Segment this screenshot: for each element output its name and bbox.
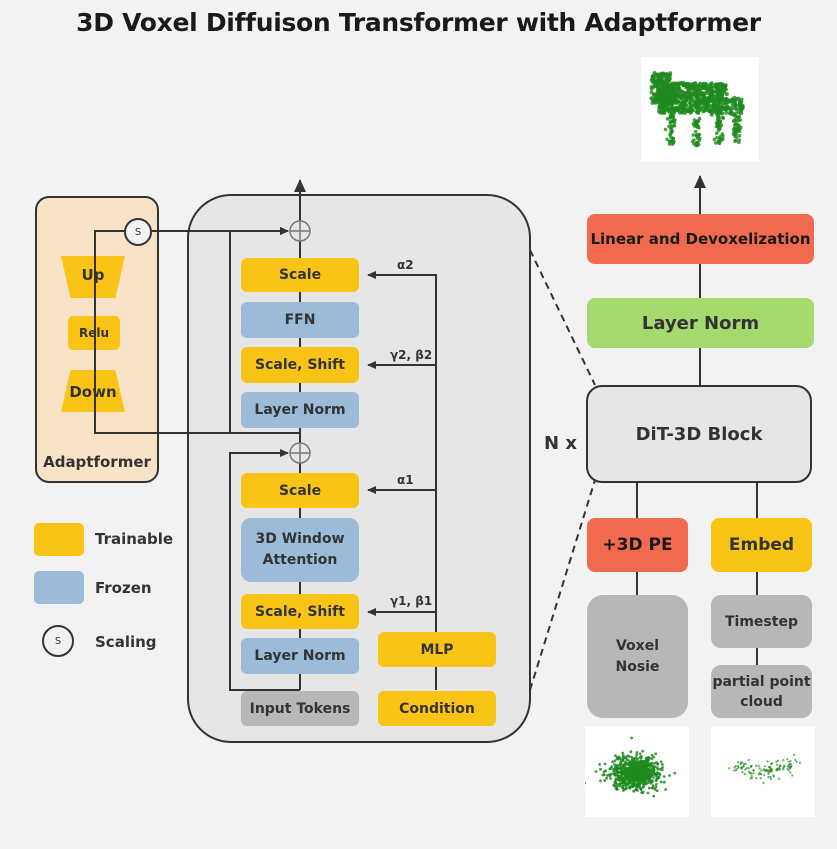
legend-scaling-icon: S [42, 625, 74, 657]
layer-norm-bottom-box: Layer Norm [241, 638, 359, 674]
noise-points [583, 736, 677, 798]
generated-chair-points [649, 71, 745, 148]
alpha2-label: α2 [397, 258, 414, 272]
partial-points [728, 753, 801, 785]
scale-shift-bottom-box: Scale, Shift [241, 594, 359, 629]
alpha1-label: α1 [397, 473, 414, 487]
noise-point-cloud-image [583, 726, 689, 817]
ffn-box: FFN [241, 302, 359, 338]
window-attention-box: 3D Window Attention [241, 518, 359, 582]
legend-frozen-label: Frozen [95, 579, 152, 597]
down-label: Down [69, 383, 117, 401]
scale-bottom-box: Scale [241, 473, 359, 508]
adaptformer-label: Adaptformer [43, 453, 151, 471]
legend-scaling-label: Scaling [95, 633, 157, 651]
up-label: Up [81, 266, 105, 284]
down-projection [61, 370, 125, 412]
condition-box: Condition [378, 691, 496, 726]
input-tokens-box: Input Tokens [241, 691, 359, 726]
mlp-box: MLP [378, 632, 496, 667]
partial-cloud-box: partial point cloud [711, 665, 812, 718]
up-projection [61, 256, 125, 298]
legend-trainable-label: Trainable [95, 530, 174, 548]
legend-trainable-swatch [34, 523, 84, 556]
scaling-icon: S [124, 218, 152, 246]
scale-shift-top-box: Scale, Shift [241, 347, 359, 383]
n-times-label: N x [544, 433, 577, 454]
layer-norm-top-box: Layer Norm [241, 392, 359, 428]
partial-point-cloud-image [711, 726, 815, 817]
dit-block-box: DiT-3D Block [586, 385, 812, 483]
legend-frozen-swatch [34, 571, 84, 604]
output-point-cloud-image [641, 57, 759, 162]
positional-encoding-box: +3D PE [587, 518, 688, 572]
linear-devox-box: Linear and Devoxelization [587, 214, 814, 264]
layer-norm-box: Layer Norm [587, 298, 814, 348]
gamma1-beta1-label: γ1, β1 [390, 594, 433, 608]
timestep-box: Timestep [711, 595, 812, 648]
scale-top-box: Scale [241, 258, 359, 292]
diagram-title: 3D Voxel Diffuison Transformer with Adap… [76, 8, 761, 37]
voxel-noise-box: Voxel Nosie [587, 595, 688, 718]
gamma2-beta2-label: γ2, β2 [390, 348, 433, 362]
embed-box: Embed [711, 518, 812, 572]
